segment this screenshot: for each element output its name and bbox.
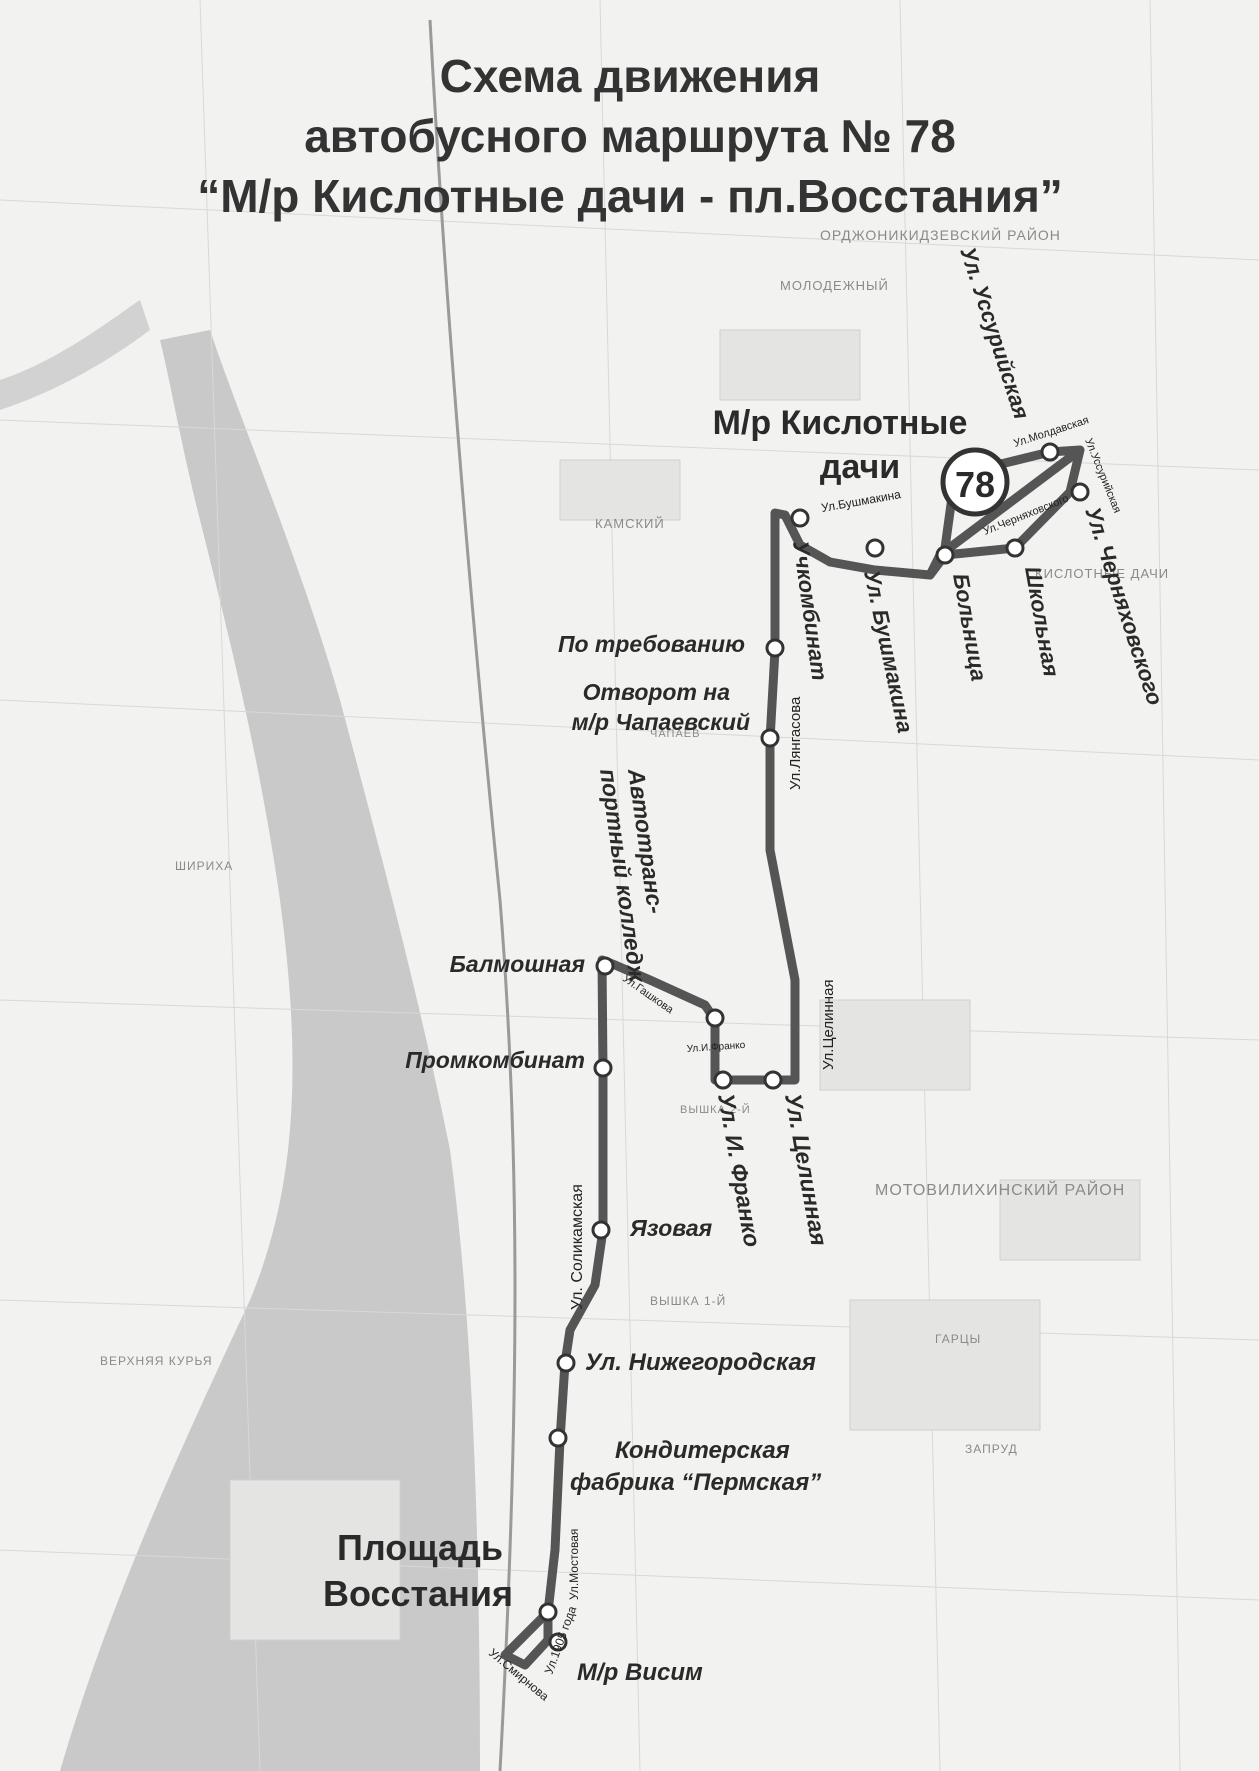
area-kislotnye: КИСЛОТНЫЕ ДАЧИ bbox=[1035, 566, 1169, 581]
stop-label-nizhegorodskaya: Ул. Нижегородская bbox=[585, 1349, 816, 1376]
railway bbox=[428, 19, 517, 1771]
stop-marker-yazovaya bbox=[591, 1220, 611, 1240]
stop-marker-otvorot bbox=[760, 728, 780, 748]
stop-marker-avtotrans bbox=[705, 1008, 725, 1028]
route-number-badge: 78 bbox=[940, 447, 1010, 517]
map-title: Схема движения автобусного маршрута № 78… bbox=[197, 50, 1063, 222]
stop-marker-promkombinat bbox=[593, 1058, 613, 1078]
title-line-2: автобусного маршрута № 78 bbox=[304, 110, 956, 162]
terminal-north-line-2: дачи bbox=[820, 448, 900, 486]
stop-marker-po-trebovaniyu bbox=[765, 638, 785, 658]
street-lyangasova: Ул.Лянгасова bbox=[787, 696, 804, 790]
area-ordzhonikidzevsky: ОРДЖОНИКИДЗЕВСКИЙ РАЙОН bbox=[820, 226, 1061, 243]
route-78-path bbox=[500, 445, 1085, 1670]
title-line-1: Схема движения bbox=[440, 50, 821, 102]
route-line bbox=[500, 445, 1085, 1670]
stop-label-yazovaya: Язовая bbox=[629, 1215, 713, 1241]
stop-marker-konditerskaya bbox=[548, 1428, 568, 1448]
street-mostovaya: Ул.Мостовая bbox=[567, 1529, 581, 1600]
area-vyshka: ВЫШКА 1-Й bbox=[650, 1293, 726, 1308]
terminal-north-line-1: М/р Кислотные bbox=[713, 404, 968, 442]
street-celinnaya: Ул.Целинная bbox=[820, 979, 837, 1070]
area-garcy: ГАРЦЫ bbox=[935, 1332, 981, 1346]
stop-label-otvorot-1: Отворот на bbox=[583, 679, 731, 705]
street-franko: Ул.И.Франко bbox=[686, 1040, 746, 1055]
background-labels: МОЛОДЕЖНЫЙ КАМСКИЙ КИСЛОТНЫЕ ДАЧИ ШИРИХА… bbox=[100, 226, 1169, 1456]
area-vyshka2: ВЫШКА 2-Й bbox=[680, 1103, 751, 1116]
stops bbox=[538, 442, 1090, 1652]
stop-label-otvorot-2: м/р Чапаевский bbox=[572, 709, 750, 735]
stop-marker-balmoshnaya bbox=[595, 956, 615, 976]
area-verkhnyaya: ВЕРХНЯЯ КУРЬЯ bbox=[100, 1354, 213, 1368]
stop-label-po-trebovaniyu: По требованию bbox=[558, 631, 745, 657]
area-kamsky: КАМСКИЙ bbox=[595, 516, 665, 531]
area-shiriha: ШИРИХА bbox=[175, 859, 233, 873]
stop-marker-vosstaniya bbox=[538, 1602, 558, 1622]
stop-labels: По требованию Отворот на м/р Чапаевский … bbox=[405, 244, 1168, 1686]
stop-marker-franko bbox=[713, 1070, 733, 1090]
stop-label-konditerskaya-2: фабрика “Пермская” bbox=[570, 1469, 821, 1496]
terminal-south-line-1: Площадь bbox=[337, 1527, 503, 1568]
stop-marker-uchkombinat bbox=[790, 508, 810, 528]
river bbox=[60, 330, 480, 1771]
stop-marker-celinnaya bbox=[763, 1070, 783, 1090]
stop-marker-bushmakina bbox=[865, 538, 885, 558]
stop-label-konditerskaya-1: Кондитерская bbox=[615, 1437, 790, 1464]
stop-label-balmoshnaya: Балмошная bbox=[450, 951, 586, 977]
stop-marker-bolnitsa bbox=[935, 545, 955, 565]
stop-marker-chernyakhovskogo bbox=[1005, 538, 1025, 558]
stop-marker-visim bbox=[548, 1632, 568, 1652]
area-motovilikha: МОТОВИЛИХИНСКИЙ РАЙОН bbox=[875, 1180, 1125, 1199]
area-zaprud: ЗАПРУД bbox=[965, 1442, 1018, 1456]
terminal-labels: М/р Кислотные дачи Площадь Восстания bbox=[323, 404, 967, 1614]
stop-marker-moldavskaya bbox=[1040, 442, 1060, 462]
area-chapaevsky: ЧАПАЕВ bbox=[650, 728, 700, 740]
stop-marker-nizhegorodskaya bbox=[556, 1353, 576, 1373]
street-solikamskaya: Ул. Соликамская bbox=[569, 1184, 586, 1310]
route-number: 78 bbox=[955, 464, 995, 505]
title-line-3: “М/р Кислотные дачи - пл.Восстания” bbox=[197, 170, 1063, 222]
stop-label-promkombinat: Промкомбинат bbox=[405, 1047, 585, 1073]
area-molodezhny: МОЛОДЕЖНЫЙ bbox=[780, 278, 889, 293]
terminal-south-line-2: Восстания bbox=[323, 1573, 513, 1614]
stop-marker-ussuriyskaya bbox=[1070, 482, 1090, 502]
river-left-bank bbox=[0, 300, 150, 410]
stop-label-visim: М/р Висим bbox=[577, 1659, 703, 1686]
